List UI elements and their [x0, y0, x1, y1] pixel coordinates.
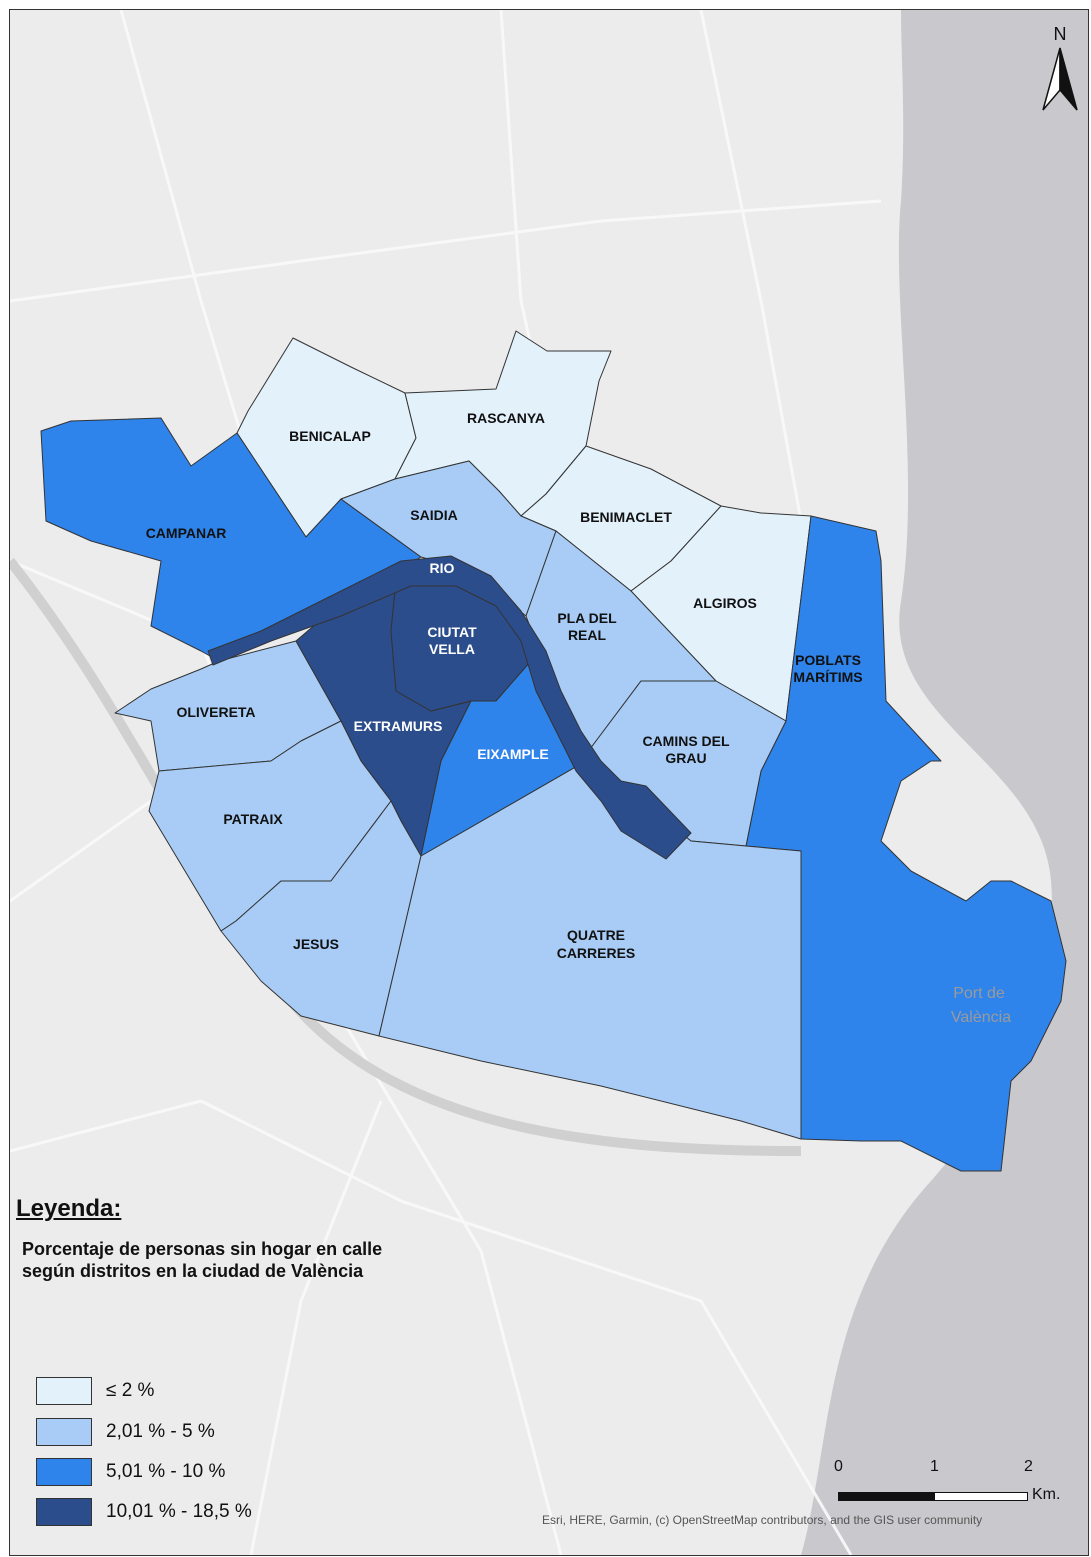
label-quatre-carreres-1: QUATRE: [567, 927, 625, 943]
scale-tick-0: 0: [834, 1458, 843, 1475]
label-saidia: SAIDIA: [410, 507, 457, 523]
label-rio: RIO: [430, 560, 455, 576]
legend-item-2: 2,01 % - 5 %: [36, 1417, 215, 1447]
map-frame: BENICALAP RASCANYA BENIMACLET ALGIROS CA…: [9, 9, 1089, 1556]
label-camins-del-grau-1: CAMINS DEL: [642, 733, 730, 749]
legend-label-4: 10,01 % - 18,5 %: [106, 1501, 252, 1522]
legend-item-1: ≤ 2 %: [36, 1376, 154, 1406]
scale-tick-2: 2: [1024, 1458, 1033, 1475]
label-pla-del-real-1: PLA DEL: [557, 610, 617, 626]
label-rascanya: RASCANYA: [467, 410, 545, 426]
label-benimaclet: BENIMACLET: [580, 509, 672, 525]
legend-swatch-1: [36, 1377, 92, 1405]
label-ciutat-vella-2: VELLA: [429, 641, 475, 657]
label-patraix: PATRAIX: [223, 811, 283, 827]
label-jesus: JESUS: [293, 936, 339, 952]
scale-tick-1: 1: [930, 1458, 939, 1475]
legend-swatch-3: [36, 1458, 92, 1486]
district-map[interactable]: BENICALAP RASCANYA BENIMACLET ALGIROS CA…: [10, 10, 1088, 1555]
label-campanar: CAMPANAR: [146, 525, 227, 541]
label-port-2: València: [951, 1009, 1011, 1026]
north-arrow-icon: N: [1042, 24, 1078, 111]
label-algiros: ALGIROS: [693, 595, 757, 611]
label-ciutat-vella-1: CIUTAT: [427, 624, 477, 640]
label-poblats-maritims-1: POBLATS: [795, 652, 861, 668]
legend-label-3: 5,01 % - 10 %: [106, 1461, 226, 1482]
label-olivereta: OLIVERETA: [176, 704, 255, 720]
label-port-1: Port de: [953, 985, 1005, 1002]
legend-subtitle: Porcentaje de personas sin hogar en call…: [22, 1238, 542, 1282]
legend-subtitle-line1: Porcentaje de personas sin hogar en call…: [22, 1239, 383, 1259]
legend-subtitle-line2: según distritos en la ciudad de València: [22, 1261, 364, 1281]
legend-swatch-4: [36, 1498, 92, 1526]
label-eixample: EIXAMPLE: [477, 746, 549, 762]
scale-unit: Km.: [1032, 1486, 1061, 1503]
scale-segment-light: [934, 1492, 1028, 1501]
label-camins-del-grau-2: GRAU: [665, 750, 706, 766]
legend-label-1: ≤ 2 %: [106, 1380, 155, 1401]
label-extramurs: EXTRAMURS: [354, 718, 443, 734]
scale-segment-dark: [838, 1492, 934, 1501]
legend-item-4: 10,01 % - 18,5 %: [36, 1497, 252, 1527]
district-rio[interactable]: [207, 555, 692, 860]
legend-item-3: 5,01 % - 10 %: [36, 1457, 225, 1487]
legend-label-2: 2,01 % - 5 %: [106, 1421, 215, 1442]
legend-title: Leyenda:: [16, 1195, 122, 1222]
legend-swatch-2: [36, 1418, 92, 1446]
label-benicalap: BENICALAP: [289, 428, 371, 444]
label-pla-del-real-2: REAL: [568, 627, 607, 643]
north-label: N: [1054, 24, 1067, 44]
label-quatre-carreres-2: CARRERES: [557, 945, 636, 961]
attribution-text: Esri, HERE, Garmin, (c) OpenStreetMap co…: [542, 1513, 983, 1527]
scale-bar: 0 1 2 Km.: [828, 1458, 1068, 1508]
district-jesus[interactable]: [220, 800, 422, 1037]
sea-area: [801, 10, 1088, 1555]
district-labels: BENICALAP RASCANYA BENIMACLET ALGIROS CA…: [146, 410, 1012, 1026]
label-poblats-maritims-2: MARÍTIMS: [793, 669, 862, 685]
